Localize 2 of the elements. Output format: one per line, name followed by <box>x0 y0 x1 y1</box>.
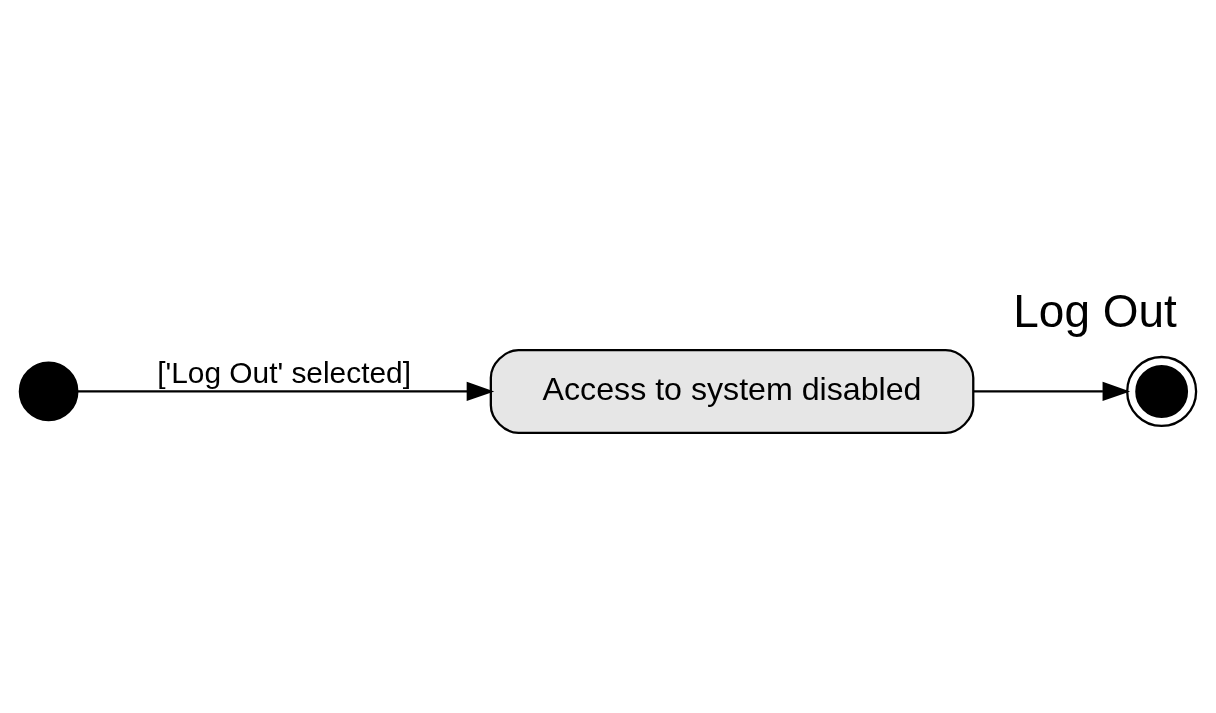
diagram-title: Log Out <box>1013 284 1177 337</box>
edge-label: ['Log Out' selected] <box>157 355 411 389</box>
